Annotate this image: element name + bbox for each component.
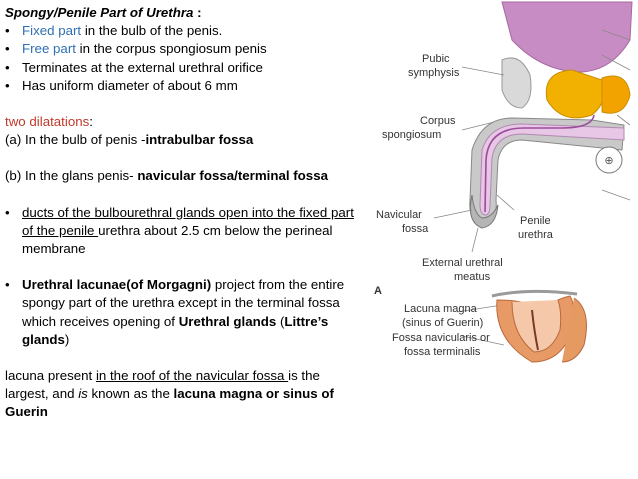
- label-external-2: meatus: [454, 271, 491, 283]
- lacuna-magna-note: lacuna present in the roof of the navicu…: [5, 368, 334, 420]
- bullet-terminates: •Terminates at the external urethral ori…: [5, 59, 263, 75]
- svg-text:⊕: ⊕: [604, 155, 613, 167]
- title-text: Spongy/Penile Part of Urethra: [5, 5, 194, 20]
- glans-shape: [469, 194, 499, 229]
- panel-label: A: [374, 285, 382, 297]
- label-fossa-1: Fossa navicularis or: [392, 332, 490, 344]
- label-fossa-2: fossa terminalis: [404, 346, 481, 358]
- label-lacuna-1: Lacuna magna: [404, 303, 478, 315]
- label-navicular-2: fossa: [402, 223, 429, 235]
- pubic-symphysis-shape: [501, 57, 532, 109]
- urethra-line: [484, 114, 595, 213]
- dilatation-b: (b) In the glans penis- navicular fossa/…: [5, 168, 328, 184]
- bladder-shape: [501, 1, 633, 73]
- label-pubic-1: Pubic: [422, 53, 450, 65]
- bullet-lacunae: •Urethral lacunae(of Morgagni) project f…: [5, 277, 345, 347]
- label-corpus-1: Corpus: [420, 115, 456, 127]
- label-penile-2: urethra: [518, 229, 554, 241]
- label-external-1: External urethral: [422, 257, 503, 269]
- label-penile-1: Penile: [520, 215, 551, 227]
- bullet-fixed-part: •Fixed part in the bulb of the penis.: [5, 23, 223, 39]
- dilatation-a: (a) In the bulb of penis -intrabulbar fo…: [5, 132, 254, 148]
- bullet-free-part: •Free part in the corpus spongiosum peni…: [5, 41, 267, 57]
- label-pubic-2: symphysis: [408, 67, 460, 79]
- label-lacuna-2: (sinus of Guerin): [402, 317, 483, 329]
- label-corpus-2: spongiosum: [382, 129, 441, 141]
- urethra-illustration: ⊕ Pubic symphysis Corpus spongiosum Navi…: [374, 1, 633, 363]
- dilatations-heading: two dilatations:: [5, 114, 93, 130]
- label-navicular-1: Navicular: [376, 209, 422, 221]
- notes-column: Spongy/Penile Part of Urethra : •Fixed p…: [5, 4, 360, 422]
- bullet-ducts: •ducts of the bulbourethral glands open …: [5, 204, 354, 257]
- bullet-diameter: •Has uniform diameter of about 6 mm: [5, 77, 238, 93]
- glans-section-drawing: [491, 289, 587, 363]
- section-title: Spongy/Penile Part of Urethra :: [5, 5, 202, 20]
- anatomy-figure: ⊕ Pubic symphysis Corpus spongiosum Navi…: [362, 0, 638, 479]
- prostate-shape: [545, 69, 605, 119]
- corpus-spongiosum-shape: [479, 123, 625, 216]
